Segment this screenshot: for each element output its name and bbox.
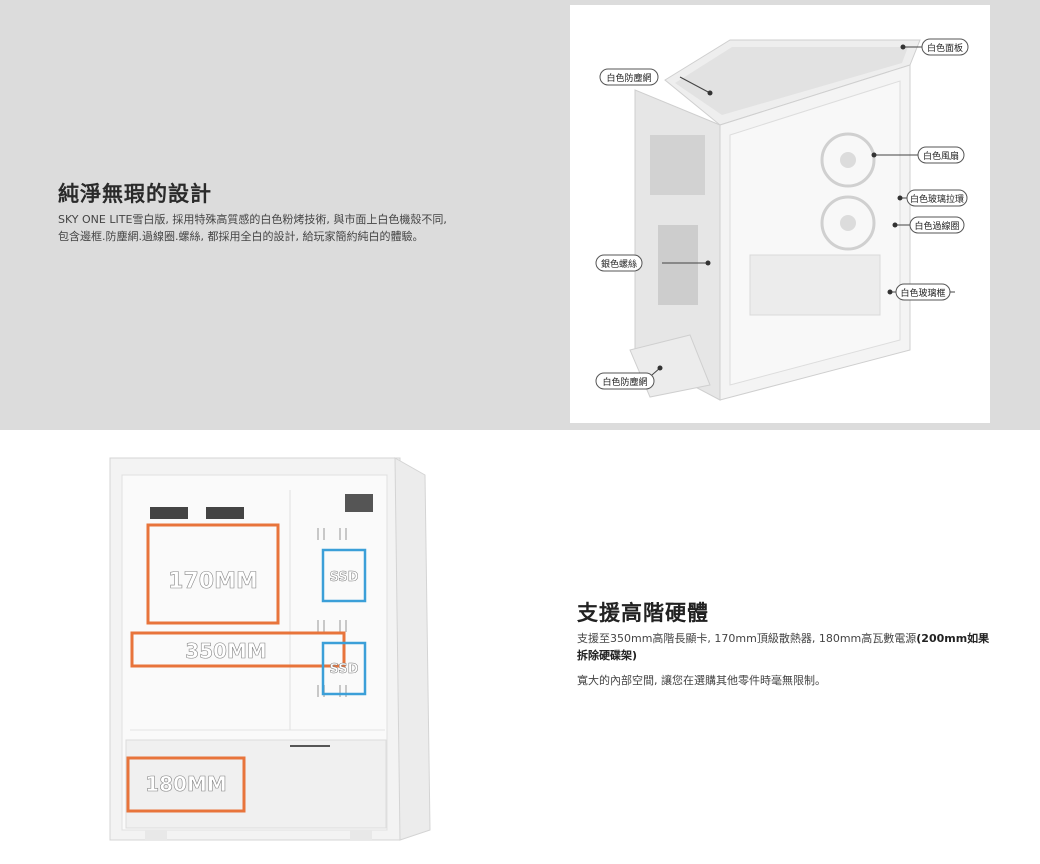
ssd-label-1: SSD <box>330 570 359 585</box>
hardware-description-bold: (200mm如果拆除硬碟架) <box>577 632 990 662</box>
gpu-clearance-box <box>130 631 346 668</box>
callout-top-dust: 白色防塵網 <box>606 72 651 84</box>
hardware-section: 170MM 350MM SSD SSD 180MM 支援高階硬體 支援至350m… <box>0 430 1040 860</box>
callout-bottom-dust: 白色防塵網 <box>602 376 647 388</box>
case-callout-photo: 白色面板 白色防塵網 白色風扇 白色玻璃拉環 白色過線圈 銀色螺絲 白色玻璃框 … <box>570 5 990 423</box>
ssd-bay-1 <box>321 548 367 603</box>
design-description: SKY ONE LITE雪白版, 採用特殊高質感的白色粉烤技術, 與市面上白色機… <box>58 213 447 243</box>
ssd-bay-2 <box>321 641 367 696</box>
callout-top-panel: 白色面板 <box>927 42 963 54</box>
hardware-description-normal: 支援至350mm高階長顯卡, 170mm頂級散熱器, 180mm高瓦數電源 <box>577 632 917 645</box>
ssd-label-2: SSD <box>330 662 359 677</box>
hardware-description: 支援至350mm高階長顯卡, 170mm頂級散熱器, 180mm高瓦數電源(20… <box>577 630 997 664</box>
gpu-clearance-label: 350MM <box>185 639 267 663</box>
cooler-clearance-label: 170MM <box>168 569 258 594</box>
psu-clearance-box <box>126 756 246 813</box>
hardware-title: 支援高階硬體 <box>577 601 709 625</box>
hardware-note: 寬大的內部空間, 讓您在選購其他零件時毫無限制。 <box>577 674 826 687</box>
callout-glass-latch: 白色玻璃拉環 <box>910 193 964 205</box>
design-section: 純淨無瑕的設計 SKY ONE LITE雪白版, 採用特殊高質感的白色粉烤技術,… <box>0 0 1040 430</box>
case-illustration: 白色面板 白色防塵網 白色風扇 白色玻璃拉環 白色過線圈 銀色螺絲 白色玻璃框 … <box>595 38 969 401</box>
callout-screw: 銀色螺絲 <box>601 258 637 270</box>
cooler-clearance-box <box>146 523 280 625</box>
callout-glass-frame: 白色玻璃框 <box>900 287 945 299</box>
callout-grommet: 白色過線圈 <box>914 220 959 232</box>
case-interior-illustration: 170MM 350MM SSD SSD 180MM <box>109 457 431 841</box>
design-title: 純淨無瑕的設計 <box>58 182 212 206</box>
case-interior-photo: 170MM 350MM SSD SSD 180MM <box>0 430 440 860</box>
psu-clearance-label: 180MM <box>145 772 227 796</box>
callout-fan: 白色風扇 <box>923 150 959 162</box>
